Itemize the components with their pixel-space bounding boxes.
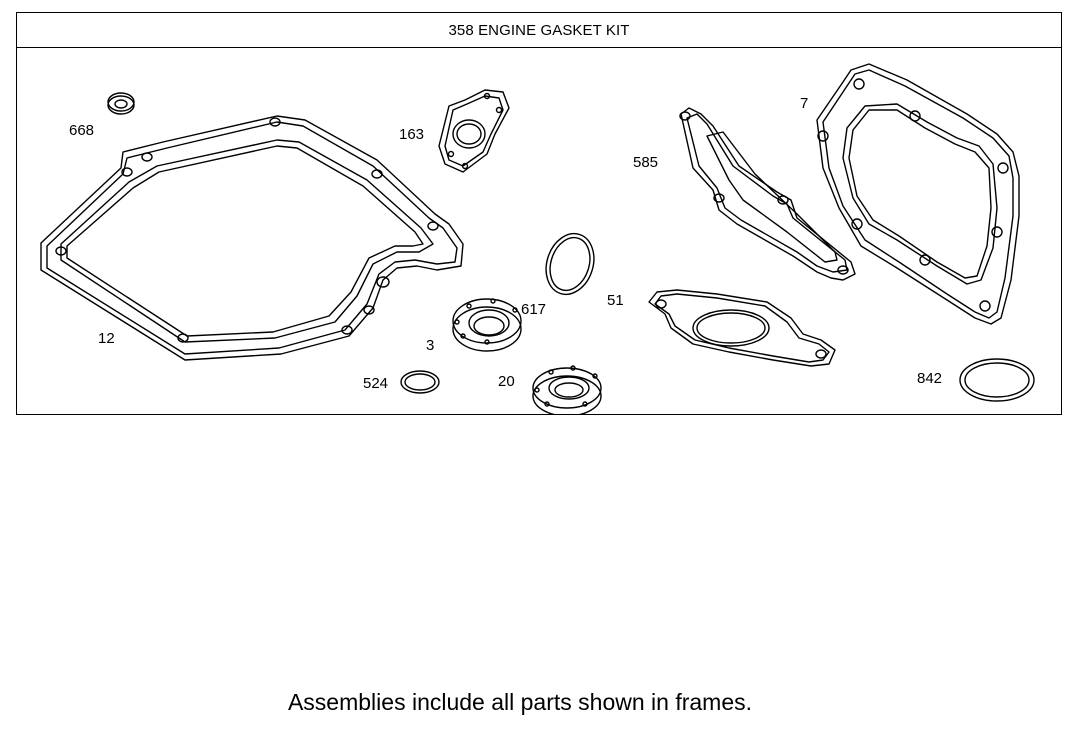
part-585-intake-gasket [679,107,856,281]
parts-drawing-area: 668 163 12 617 3 524 20 585 51 7 842 [17,48,1061,414]
callout-51: 51 [607,292,624,309]
callout-12: 12 [98,330,115,347]
part-617-oring [545,232,595,296]
part-20-oil-seal [532,365,602,414]
part-7-head-gasket [816,63,1020,325]
callout-20: 20 [498,373,515,390]
callout-3: 3 [426,337,435,354]
assemblies-note: Assemblies include all parts shown in fr… [287,689,753,715]
callout-163: 163 [399,126,425,143]
callout-617: 617 [521,301,547,318]
part-51-exhaust-gasket [648,289,836,367]
callout-7: 7 [800,95,809,112]
callout-668: 668 [69,122,95,139]
parts-illustration [40,63,1035,414]
part-842-ring [959,358,1035,402]
part-3-oil-seal [452,298,522,352]
callout-524: 524 [363,375,389,392]
part-163-flange-gasket [438,89,510,173]
frame-title: 358 ENGINE GASKET KIT [17,13,1061,48]
part-668-washer [107,92,135,115]
callout-842: 842 [917,370,943,387]
part-12-crankcase-gasket [40,115,464,361]
callout-585: 585 [633,154,659,171]
part-524-ring [400,370,440,394]
parts-frame: 358 ENGINE GASKET KIT [16,12,1062,415]
